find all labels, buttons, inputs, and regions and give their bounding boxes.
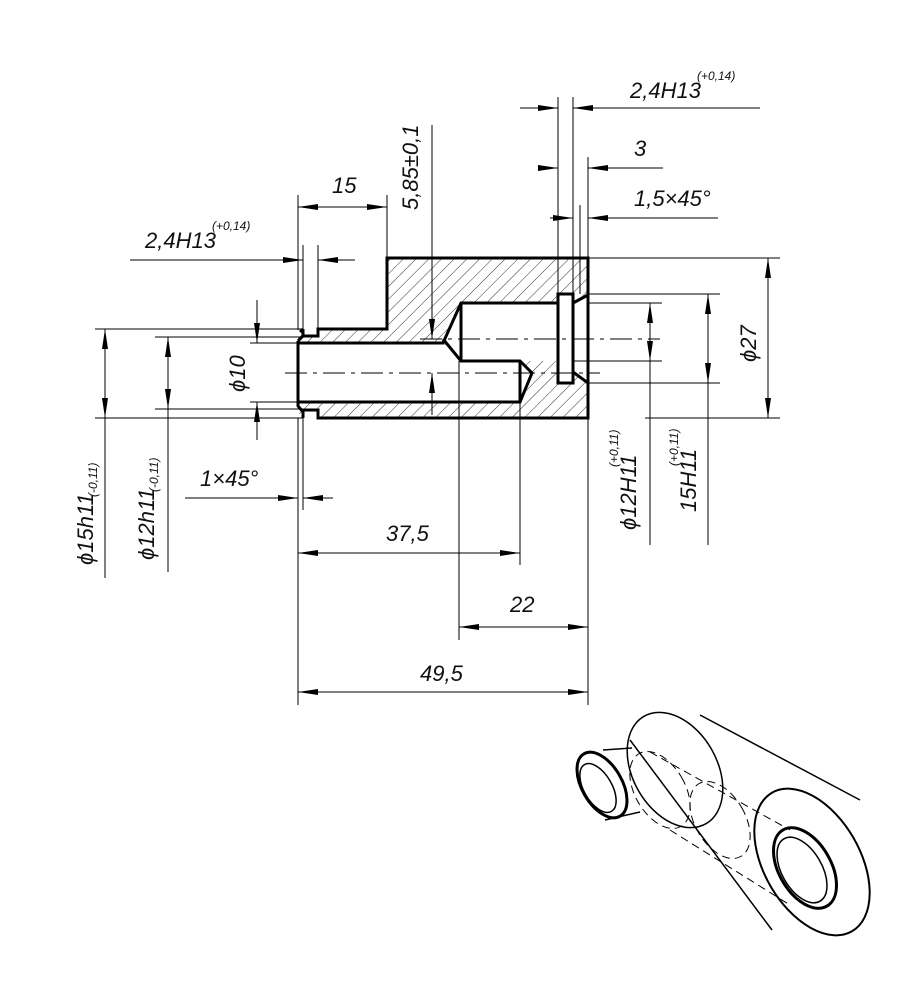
dim-counterbore-depth: 22 bbox=[509, 592, 534, 617]
dim-groove-left-diameter: ϕ12h11 bbox=[134, 488, 159, 560]
dim-groove-left-width: 2,4H13 bbox=[144, 228, 217, 253]
dim-chamfer-right: 1,5×45° bbox=[634, 186, 711, 211]
bore-contour bbox=[298, 301, 558, 404]
dim-chamfer-left: 1×45° bbox=[200, 466, 259, 491]
dim-groove-left-width-tol: (+0,14) bbox=[212, 219, 250, 233]
dim-bore-depth: 37,5 bbox=[386, 521, 430, 546]
dimension-lines bbox=[95, 97, 780, 705]
dim-cone-depth: 5,85±0,1 bbox=[398, 125, 423, 210]
dim-counterbore-diameter: ϕ12H11 bbox=[616, 455, 641, 530]
dim-neck-diameter-tol: (-0,11) bbox=[86, 463, 100, 497]
dim-groove-left-diameter-tol: (-0,11) bbox=[147, 458, 161, 492]
dim-neck-diameter: ϕ15h11 bbox=[73, 493, 98, 565]
dimension-labels: 2,4H13 (+0,14) 3 1,5×45° 15 5,85±0,1 2,4… bbox=[73, 69, 761, 686]
dim-groove-right-offset: 3 bbox=[634, 136, 647, 161]
dim-counterbore-diameter-tol: (+0,11) bbox=[607, 430, 621, 467]
dim-groove-right-width-tol: (+0,14) bbox=[697, 69, 735, 83]
right-groove bbox=[556, 292, 589, 385]
dim-groove-right-diameter: 15H11 bbox=[676, 449, 701, 512]
dim-total-length: 49,5 bbox=[420, 661, 464, 686]
dim-groove-right-width: 2,4H13 bbox=[629, 78, 702, 103]
section-view bbox=[285, 256, 660, 420]
dim-outer-diameter: ϕ27 bbox=[736, 325, 761, 362]
dim-bore-diameter: ϕ10 bbox=[225, 355, 250, 392]
isometric-view bbox=[575, 711, 871, 937]
dim-groove-right-diameter-tol: (+0,11) bbox=[667, 429, 681, 466]
dim-shoulder-length: 15 bbox=[332, 173, 357, 198]
